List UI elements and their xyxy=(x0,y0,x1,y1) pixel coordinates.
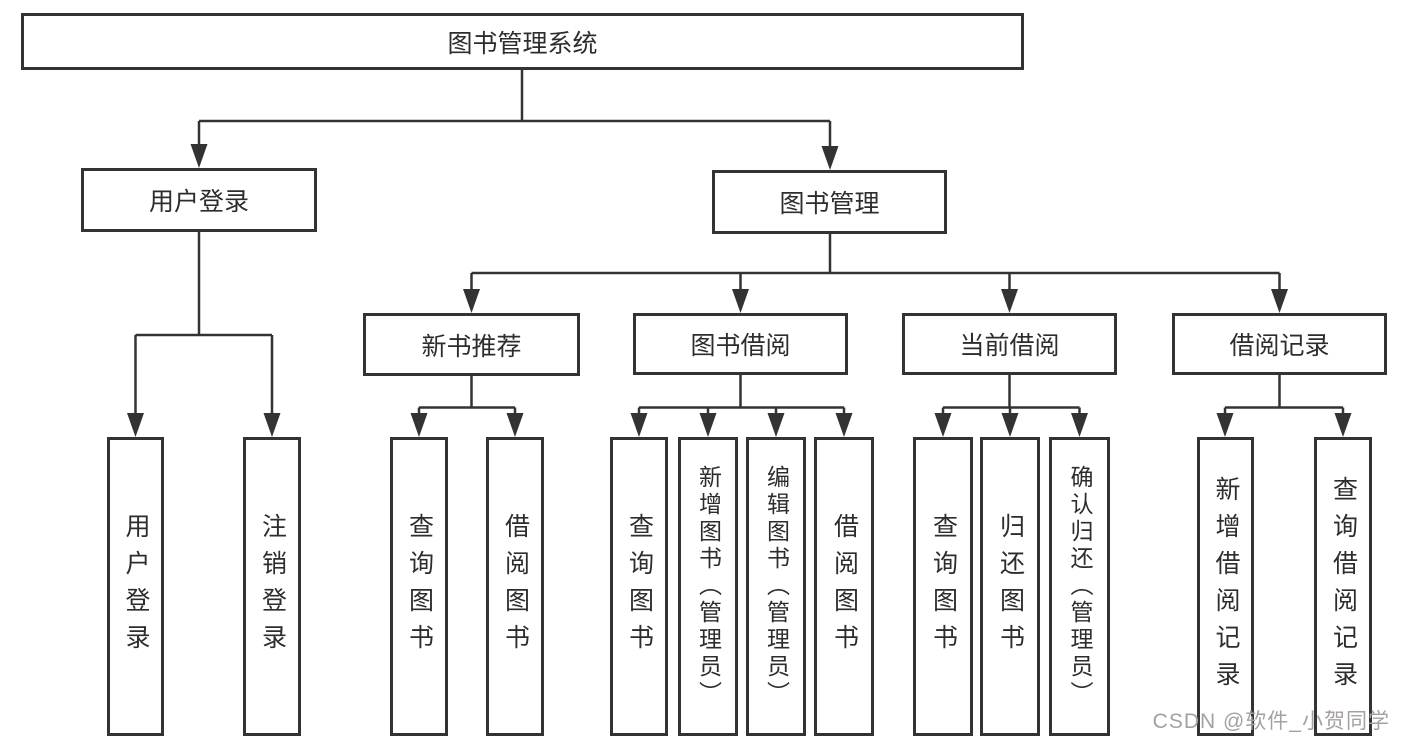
leaf-label: 查询图书 xyxy=(625,512,654,661)
leaf-label: 查询图书 xyxy=(405,512,434,661)
node-user-login: 用户登录 xyxy=(81,168,317,232)
leaf-current-confirm-return-admin: 确认归还（管理员） xyxy=(1049,437,1110,736)
leaf-label: 新增图书（管理员） xyxy=(695,465,722,708)
leaf-borrow-borrow-books: 借阅图书 xyxy=(814,437,874,736)
node-library-management-system: 图书管理系统 xyxy=(21,13,1024,70)
leaf-label: 借阅图书 xyxy=(830,512,859,661)
node-book-management: 图书管理 xyxy=(712,170,947,234)
node-borrowing-records: 借阅记录 xyxy=(1172,313,1387,375)
node-new-book-recommend: 新书推荐 xyxy=(363,313,580,376)
leaf-label: 编辑图书（管理员） xyxy=(763,465,790,708)
leaf-user-login: 用户登录 xyxy=(107,437,164,736)
leaf-label: 新增借阅记录 xyxy=(1212,475,1240,698)
leaf-borrow-add-books-admin: 新增图书（管理员） xyxy=(678,437,738,736)
leaf-recommend-borrow-books: 借阅图书 xyxy=(486,437,544,736)
leaf-borrow-edit-books-admin: 编辑图书（管理员） xyxy=(746,437,806,736)
node-book-borrowing: 图书借阅 xyxy=(633,313,848,375)
leaf-label: 用户登录 xyxy=(122,512,150,661)
leaf-current-query-books: 查询图书 xyxy=(913,437,973,736)
leaf-label: 借阅图书 xyxy=(501,512,530,661)
leaf-label: 注销登录 xyxy=(258,512,287,661)
leaf-recommend-query-books: 查询图书 xyxy=(390,437,448,736)
leaf-records-query-borrow-record: 查询借阅记录 xyxy=(1314,437,1372,736)
leaf-label: 确认归还（管理员） xyxy=(1067,465,1093,708)
leaf-label: 归还图书 xyxy=(996,512,1025,661)
leaf-label: 查询借阅记录 xyxy=(1329,475,1358,698)
leaf-records-add-borrow-record: 新增借阅记录 xyxy=(1197,437,1254,736)
node-current-borrowing: 当前借阅 xyxy=(902,313,1117,375)
leaf-borrow-query-books: 查询图书 xyxy=(610,437,668,736)
leaf-logout: 注销登录 xyxy=(243,437,301,736)
csdn-watermark: CSDN @软件_小贺同学 xyxy=(1152,710,1390,733)
leaf-label: 查询图书 xyxy=(929,512,958,661)
leaf-current-return-books: 归还图书 xyxy=(980,437,1040,736)
